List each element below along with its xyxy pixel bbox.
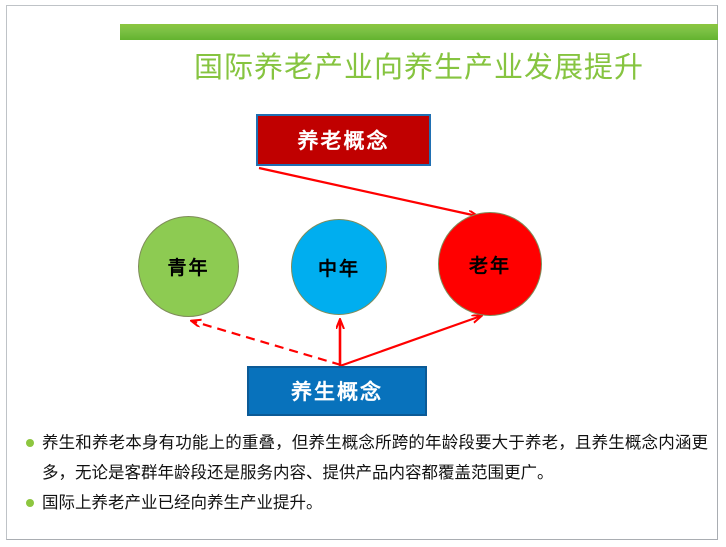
concept-box-aged-care[interactable]: 养老概念 — [256, 114, 431, 166]
age-circle-middle-aged-label: 中年 — [317, 257, 360, 280]
bullet-dot-icon — [26, 439, 34, 447]
concept-box-health-preservation[interactable]: 养生概念 — [247, 366, 427, 416]
list-item: 养生和养老本身有功能上的重叠，但养生概念所跨的年龄段要大于养老，且养生概念内涵更… — [24, 428, 708, 488]
page-title: 国际养老产业向养生产业发展提升 — [193, 50, 644, 84]
title-accent-bar — [120, 24, 718, 40]
age-circle-elderly[interactable]: 老年 — [438, 212, 542, 316]
concept-box-health-preservation-label: 养生概念 — [291, 380, 383, 404]
age-circle-middle-aged[interactable]: 中年 — [291, 219, 387, 315]
list-item-text: 养生和养老本身有功能上的重叠，但养生概念所跨的年龄段要大于养老，且养生概念内涵更… — [42, 433, 708, 482]
age-circle-youth-label: 青年 — [167, 257, 210, 279]
age-circle-elderly-label: 老年 — [468, 254, 511, 277]
concept-box-aged-care-label: 养老概念 — [297, 129, 390, 153]
bullet-dot-icon — [26, 499, 34, 507]
list-item-text: 国际上养老产业已经向养生产业提升。 — [42, 493, 323, 512]
notes-list: 养生和养老本身有功能上的重叠，但养生概念所跨的年龄段要大于养老，且养生概念内涵更… — [24, 428, 708, 518]
list-item: 国际上养老产业已经向养生产业提升。 — [24, 488, 708, 518]
age-circle-youth[interactable]: 青年 — [138, 216, 239, 317]
